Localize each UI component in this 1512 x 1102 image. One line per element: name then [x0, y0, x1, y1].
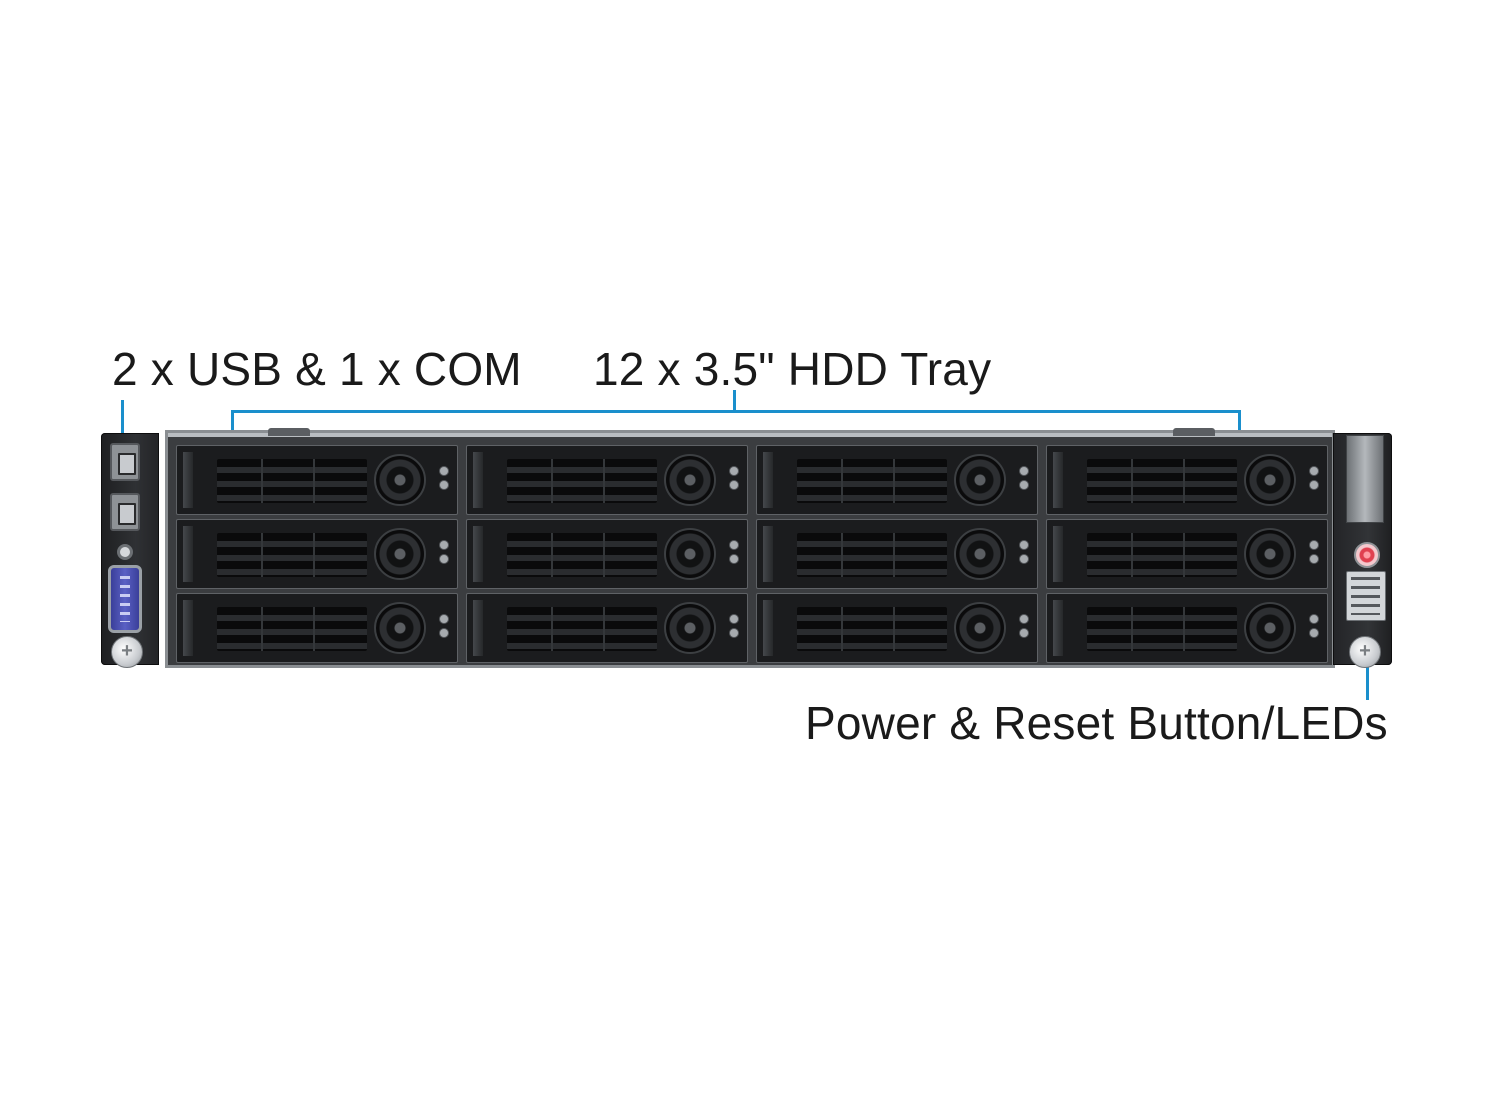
tray-vent — [797, 607, 947, 651]
tray-latch-icon[interactable] — [374, 528, 426, 580]
tray-led-icon — [1309, 628, 1319, 638]
tray-led-icon — [1309, 554, 1319, 564]
usb-port-icon — [110, 493, 140, 531]
tray-vent — [507, 459, 657, 503]
leader-usb-com — [121, 400, 124, 444]
hdd-tray[interactable] — [1046, 593, 1328, 663]
hdd-tray[interactable] — [176, 593, 458, 663]
tray-led-icon — [439, 628, 449, 638]
tray-latch-icon[interactable] — [374, 602, 426, 654]
audio-jack-icon — [117, 544, 133, 560]
label-power-reset: Power & Reset Button/LEDs — [805, 697, 1388, 749]
thumbscrew-icon — [1349, 636, 1381, 668]
hdd-tray[interactable] — [466, 519, 748, 589]
tray-latch-icon[interactable] — [954, 602, 1006, 654]
hdd-tray[interactable] — [756, 593, 1038, 663]
thumbscrew-icon — [111, 636, 143, 668]
drive-bay-area — [165, 428, 1335, 668]
hdd-tray[interactable] — [176, 519, 458, 589]
tray-led-icon — [439, 540, 449, 550]
tray-led-icon — [1309, 466, 1319, 476]
tray-latch-icon[interactable] — [664, 454, 716, 506]
tray-latch-icon[interactable] — [664, 528, 716, 580]
led-indicator-icon — [1346, 571, 1386, 621]
tray-led-icon — [729, 628, 739, 638]
tray-led-icon — [1019, 614, 1029, 624]
tray-led-icon — [439, 480, 449, 490]
hdd-tray[interactable] — [756, 519, 1038, 589]
tray-led-icon — [1309, 614, 1319, 624]
tray-vent — [507, 607, 657, 651]
tray-led-icon — [729, 466, 739, 476]
tray-led-icon — [1019, 480, 1029, 490]
hdd-tray[interactable] — [466, 593, 748, 663]
tray-led-icon — [729, 614, 739, 624]
leader-hdd-bracket-horizontal — [231, 410, 1241, 413]
tray-led-icon — [1019, 540, 1029, 550]
label-usb-com: 2 x USB & 1 x COM — [112, 343, 522, 395]
label-hdd-tray: 12 x 3.5" HDD Tray — [593, 343, 992, 395]
tray-latch-icon[interactable] — [954, 528, 1006, 580]
left-rack-ear — [101, 433, 159, 668]
tray-vent — [217, 533, 367, 577]
tray-latch-icon[interactable] — [954, 454, 1006, 506]
tray-led-icon — [439, 614, 449, 624]
hdd-tray[interactable] — [756, 445, 1038, 515]
tray-led-icon — [439, 554, 449, 564]
tray-led-icon — [729, 480, 739, 490]
tray-led-icon — [439, 466, 449, 476]
tray-vent — [217, 459, 367, 503]
server-front-panel — [101, 428, 1392, 668]
tray-vent — [1087, 459, 1237, 503]
hdd-tray[interactable] — [1046, 445, 1328, 515]
tray-vent — [1087, 533, 1237, 577]
tray-vent — [797, 533, 947, 577]
leader-hdd-bracket-center — [733, 390, 736, 412]
tray-led-icon — [1019, 554, 1029, 564]
tray-led-icon — [729, 540, 739, 550]
hdd-tray[interactable] — [1046, 519, 1328, 589]
power-button-icon[interactable] — [1354, 542, 1380, 568]
tray-latch-icon[interactable] — [374, 454, 426, 506]
tray-vent — [797, 459, 947, 503]
tray-latch-icon[interactable] — [1244, 454, 1296, 506]
right-rack-ear — [1333, 433, 1392, 668]
hdd-tray[interactable] — [466, 445, 748, 515]
chassis-tab — [268, 428, 310, 436]
tray-vent — [507, 533, 657, 577]
com-port-icon — [108, 565, 142, 633]
tray-latch-icon[interactable] — [664, 602, 716, 654]
tray-latch-icon[interactable] — [1244, 528, 1296, 580]
tray-latch-icon[interactable] — [1244, 602, 1296, 654]
tray-led-icon — [729, 554, 739, 564]
tray-vent — [217, 607, 367, 651]
hdd-tray[interactable] — [176, 445, 458, 515]
tray-vent — [1087, 607, 1237, 651]
tray-led-icon — [1309, 540, 1319, 550]
usb-port-icon — [110, 443, 140, 481]
tray-led-icon — [1019, 628, 1029, 638]
tray-led-icon — [1309, 480, 1319, 490]
tray-led-icon — [1019, 466, 1029, 476]
chassis-tab — [1173, 428, 1215, 436]
ear-plate — [1346, 435, 1384, 523]
